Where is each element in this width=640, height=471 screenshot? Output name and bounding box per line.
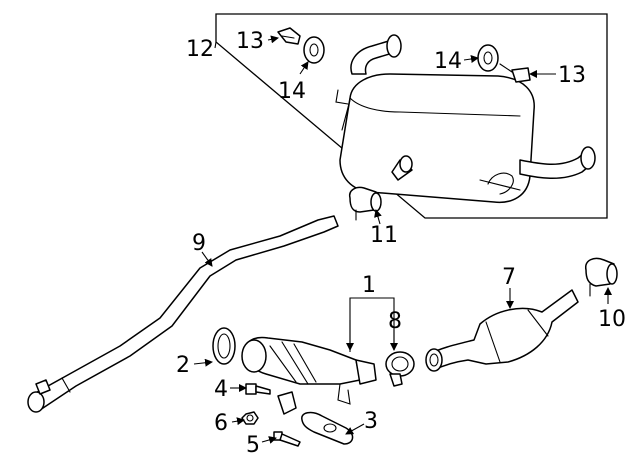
leader-3 [345,423,365,435]
hanger-insulator-right [477,44,499,72]
clamp-11 [348,186,382,221]
callout-2: 2 [176,353,190,378]
leader-12 [214,41,217,49]
leader-13a [267,35,279,44]
gasket-ring [212,327,236,365]
leader-5 [261,436,277,444]
resonator-pipe [425,289,579,372]
leader-14b [463,55,479,63]
callout-14-right: 14 [434,49,462,74]
callout-4: 4 [214,377,228,402]
leader-2 [193,358,213,367]
leader-9 [201,251,213,267]
leader-6 [231,417,245,426]
callout-13-left: 13 [236,29,264,54]
callout-8: 8 [388,309,402,334]
rear-muffler [335,34,596,204]
leader-11 [374,209,382,225]
callout-14-left: 14 [278,79,306,104]
muffler-group-frame [215,13,608,219]
callout-1: 1 [362,273,376,298]
hanger-bracket-left [277,27,301,45]
clamp-8 [385,351,415,387]
callout-13-right: 13 [558,63,586,88]
callout-9: 9 [192,231,206,256]
nut-6 [241,411,259,425]
callout-7: 7 [502,265,516,290]
callout-3: 3 [364,409,378,434]
catalytic-converter [241,336,377,415]
bolt-4 [245,383,271,395]
hanger-bracket-right [499,63,531,83]
leader-14a [299,61,309,75]
callout-5: 5 [246,433,260,458]
callout-6: 6 [214,411,228,436]
hanger-insulator-left [303,36,325,64]
callout-11: 11 [370,223,398,248]
clamp-10 [585,257,618,297]
callout-12: 12 [186,37,214,62]
flange-gasket [301,411,354,445]
intermediate-pipe [27,215,339,413]
stud-5 [273,431,301,447]
callout-10: 10 [598,307,626,332]
